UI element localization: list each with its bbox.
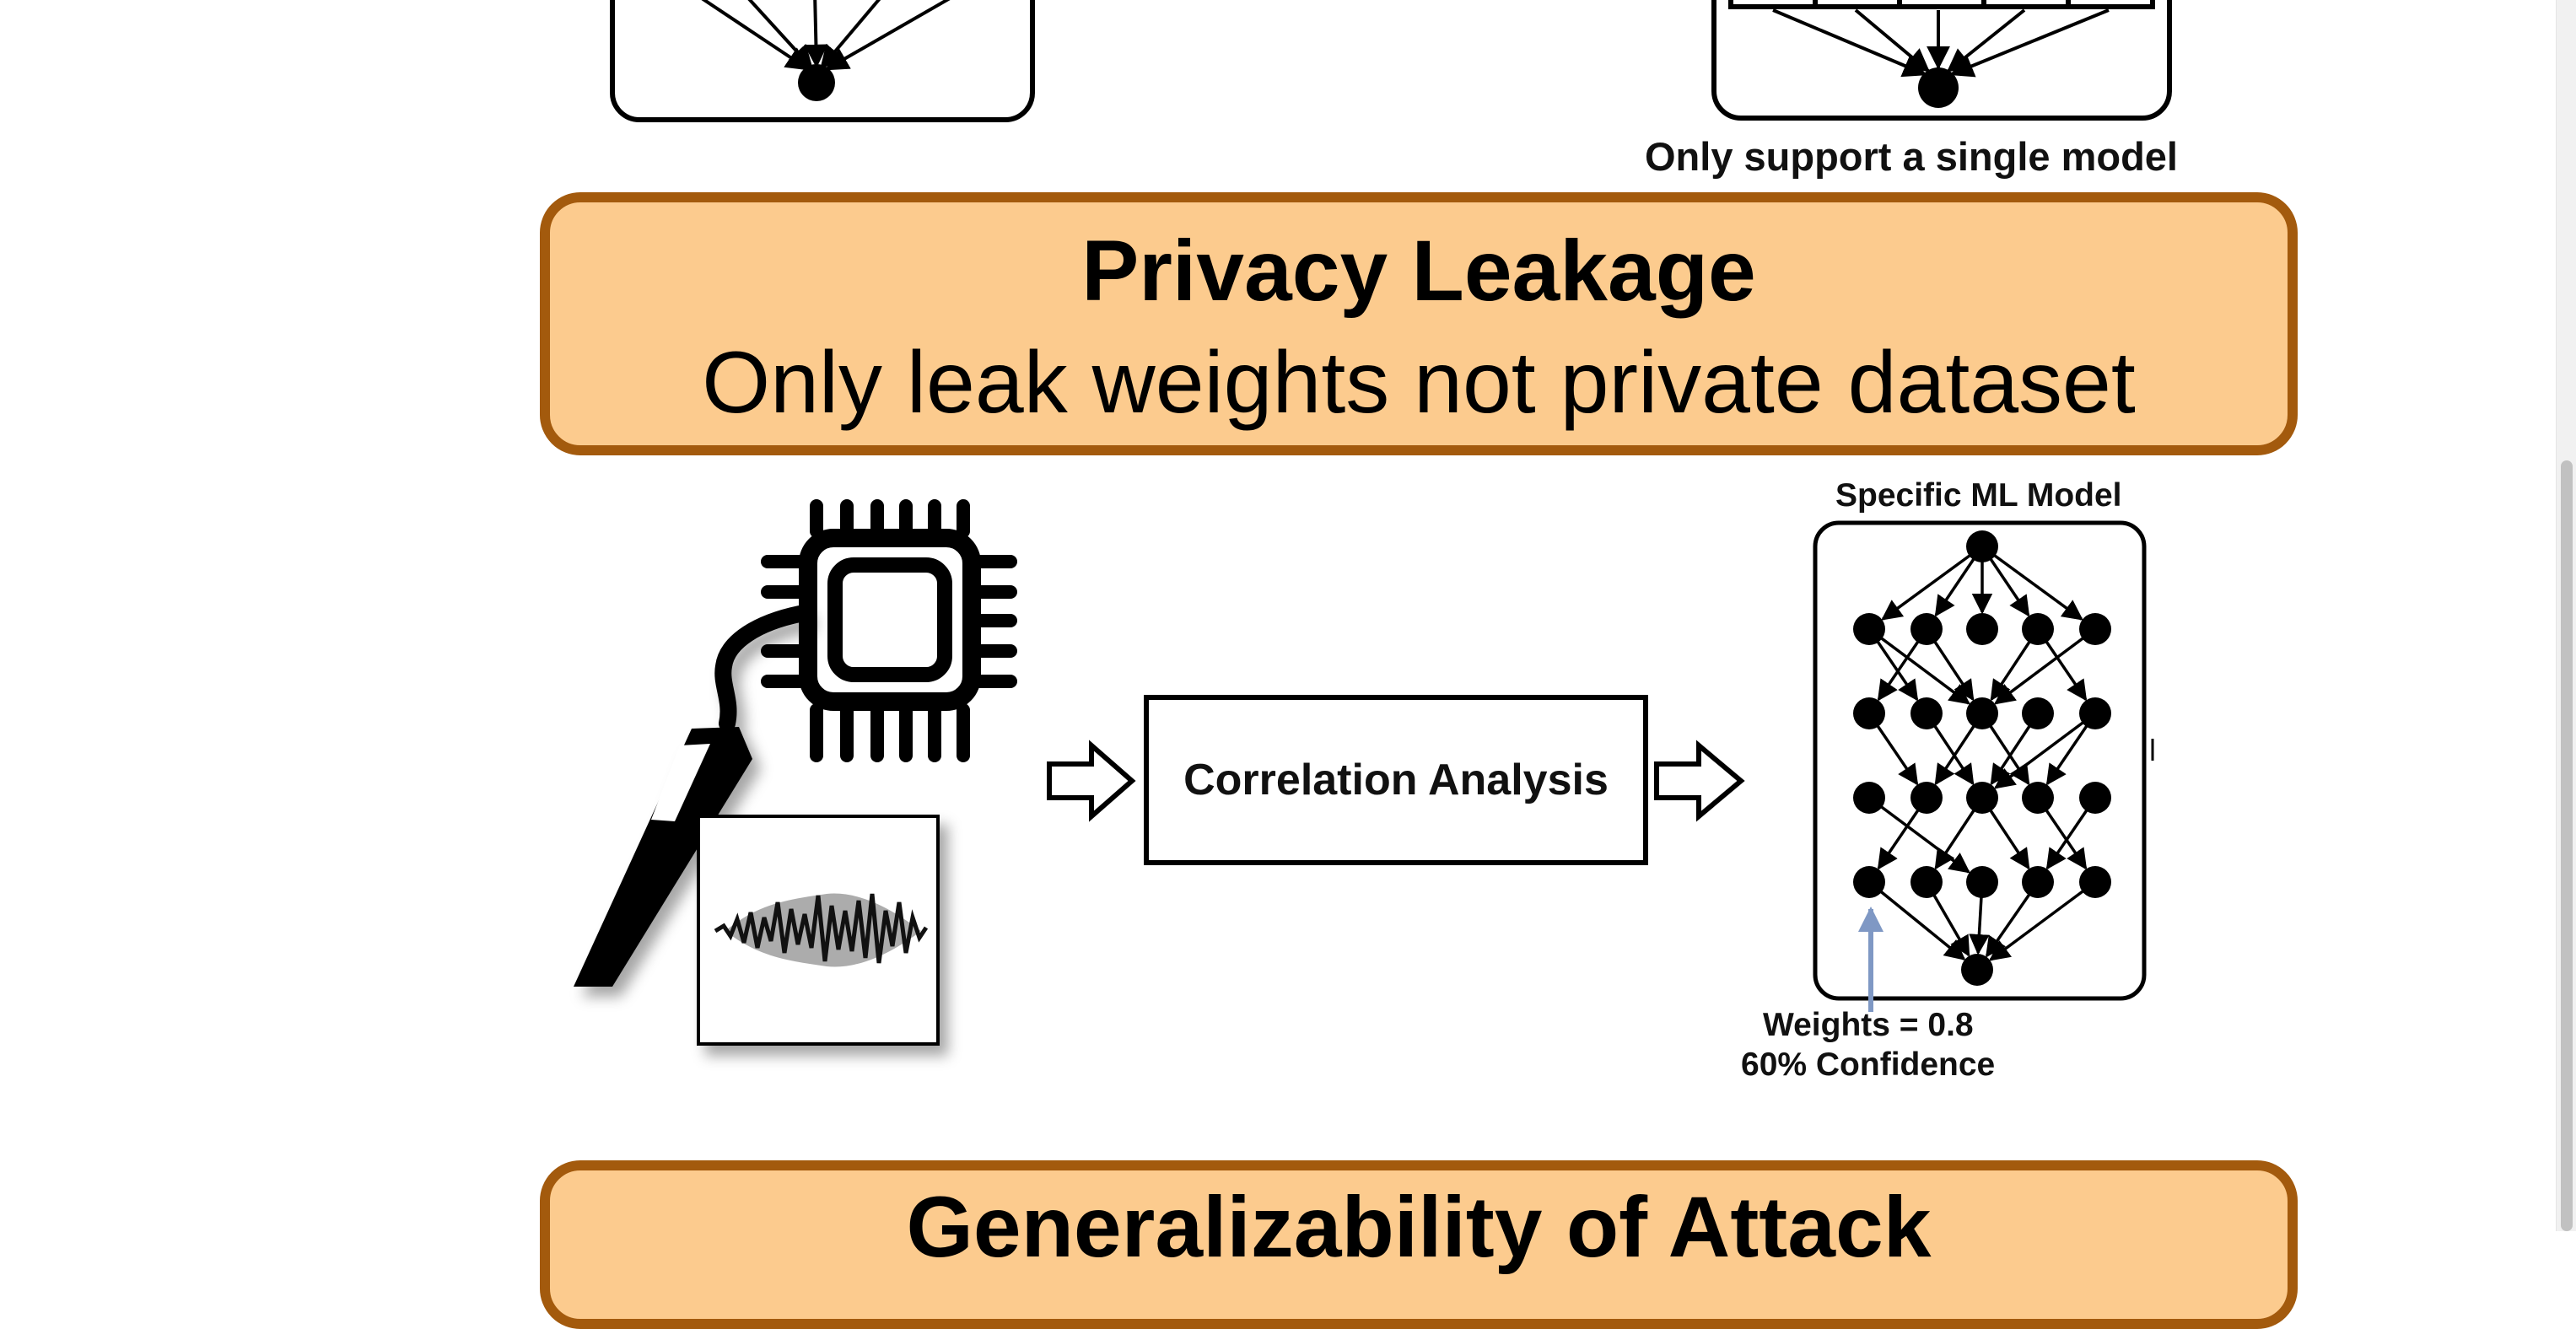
network-edge	[1994, 627, 2097, 705]
network-node	[1966, 866, 1998, 898]
network-node	[1910, 613, 1943, 645]
network-node	[1910, 782, 1943, 814]
confidence-label: 60% Confidence	[1741, 1047, 1996, 1083]
privacy-leakage-banner: Privacy Leakage Only leak weights not pr…	[540, 192, 2298, 455]
network-node	[2079, 697, 2111, 729]
network-node	[1853, 697, 1885, 729]
network-node	[1853, 613, 1885, 645]
chip-icon	[761, 499, 1017, 762]
privacy-subtitle: Only leak weights not private dataset	[702, 334, 2136, 432]
hollow-arrow-icon	[1654, 740, 1745, 822]
network-node	[1966, 697, 1998, 729]
network-edge	[1994, 712, 2097, 789]
network-node	[1910, 697, 1943, 729]
weights-label: Weights = 0.8	[1763, 1007, 1974, 1043]
network-node	[1853, 782, 1885, 814]
network-node	[1961, 954, 1993, 986]
network-node	[2022, 866, 2054, 898]
process-label: Correlation Analysis	[1183, 756, 1609, 804]
network-edge	[1981, 545, 2083, 621]
probe-icon	[574, 605, 808, 987]
network-node	[2022, 613, 2054, 645]
network-node	[2022, 782, 2054, 814]
network-node	[1966, 530, 1998, 562]
network-node	[1853, 866, 1885, 898]
diagram-canvas	[574, 0, 2172, 1046]
network-edge	[1881, 545, 1984, 621]
hollow-arrow-icon	[1047, 740, 1136, 822]
top-right-model	[1711, 0, 2172, 121]
privacy-title: Privacy Leakage	[1081, 223, 1756, 319]
scrollbar-thumb[interactable]	[2561, 460, 2573, 1231]
network-node	[2079, 613, 2111, 645]
network-node	[2079, 782, 2111, 814]
network-edge	[1867, 627, 1970, 705]
network-edge	[1867, 880, 1966, 960]
output-node	[798, 64, 835, 101]
waveform-icon	[697, 815, 940, 1046]
network-node	[1966, 613, 1998, 645]
model-title: Specific ML Model	[1835, 477, 2122, 514]
output-node	[1918, 67, 1959, 108]
neural-network-icon	[1813, 520, 2154, 1001]
top-caption: Only support a single model	[1645, 134, 2178, 179]
network-node	[2022, 697, 2054, 729]
generalizability-banner: Generalizability of Attack	[540, 1160, 2298, 1329]
network-node	[1910, 866, 1943, 898]
network-node	[2079, 866, 2111, 898]
network-node	[1966, 782, 1998, 814]
generalizability-title: Generalizability of Attack	[906, 1179, 1932, 1275]
correlation-analysis-box: Correlation Analysis	[1144, 695, 1648, 865]
network-edge	[1989, 880, 2097, 961]
top-left-model	[610, 0, 1035, 122]
